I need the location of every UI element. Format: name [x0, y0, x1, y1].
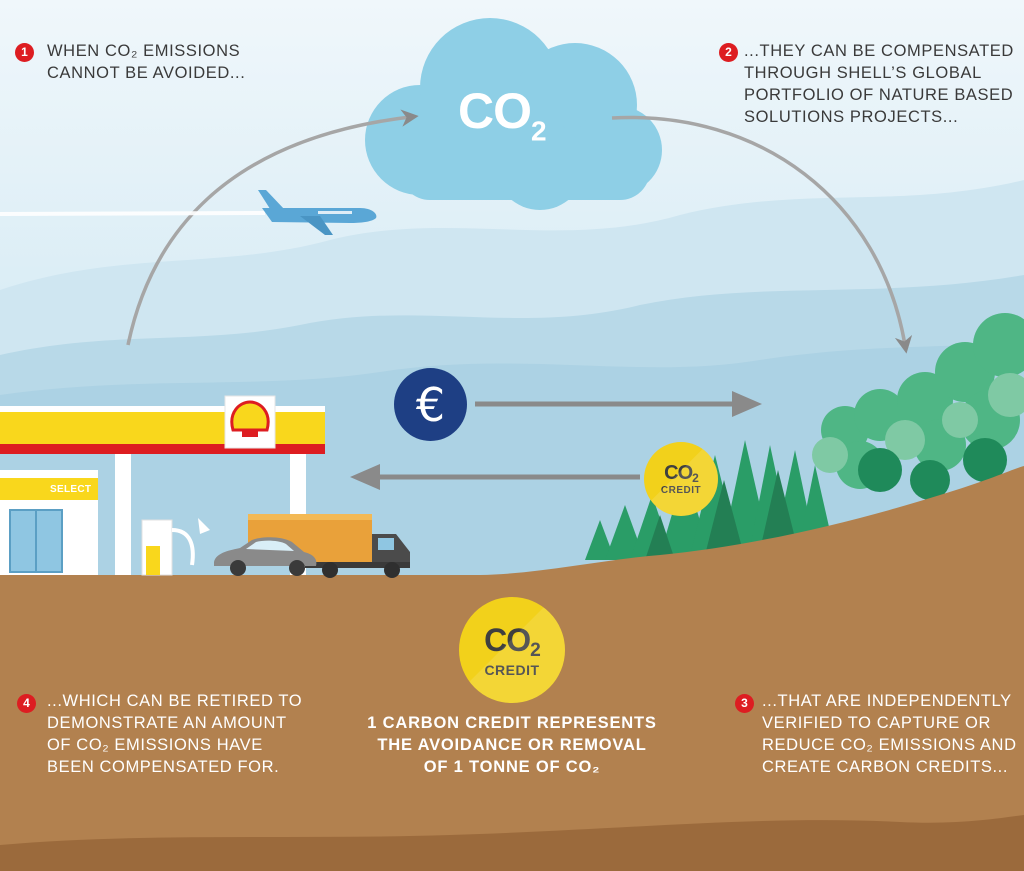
- car-icon: [214, 537, 317, 576]
- carbon-credit-definition: 1 CARBON CREDIT REPRESENTS THE AVOIDANCE…: [367, 714, 657, 776]
- cloud-co2-label: CO2: [458, 83, 547, 147]
- co2-cloud-icon: [365, 18, 662, 210]
- arrow-icon: [350, 464, 640, 490]
- arc-arrow-down-icon: [611, 115, 913, 354]
- arc-arrow-up-icon: [126, 109, 419, 346]
- station-sign: SELECT: [50, 484, 92, 495]
- step-4-number: 4: [17, 694, 36, 713]
- step-2-number: 2: [719, 43, 738, 62]
- co2-credit-coin-icon: CO2 CREDIT: [459, 597, 565, 703]
- step-4-text: ...WHICH CAN BE RETIRED TO DEMONSTRATE A…: [47, 692, 303, 776]
- shell-logo-icon: [224, 395, 276, 449]
- step-2-text: ...THEY CAN BE COMPENSATED THROUGH SHELL…: [744, 42, 1014, 126]
- airplane-icon: [258, 190, 377, 235]
- step-3-number: 3: [735, 694, 754, 713]
- co2-credit-coin-icon: CO2 CREDIT: [644, 442, 718, 516]
- arrow-icon: [475, 391, 762, 417]
- step-1-number: 1: [15, 43, 34, 62]
- step-1-text: WHEN CO₂ EMISSIONS CANNOT BE AVOIDED...: [47, 42, 246, 82]
- step-3-text: ...THAT ARE INDEPENDENTLY VERIFIED TO CA…: [762, 692, 1017, 776]
- ground-bottom: [0, 815, 1024, 871]
- forest-icon: [585, 313, 1024, 560]
- euro-coin-icon: €: [394, 368, 467, 441]
- contrail: [0, 211, 266, 216]
